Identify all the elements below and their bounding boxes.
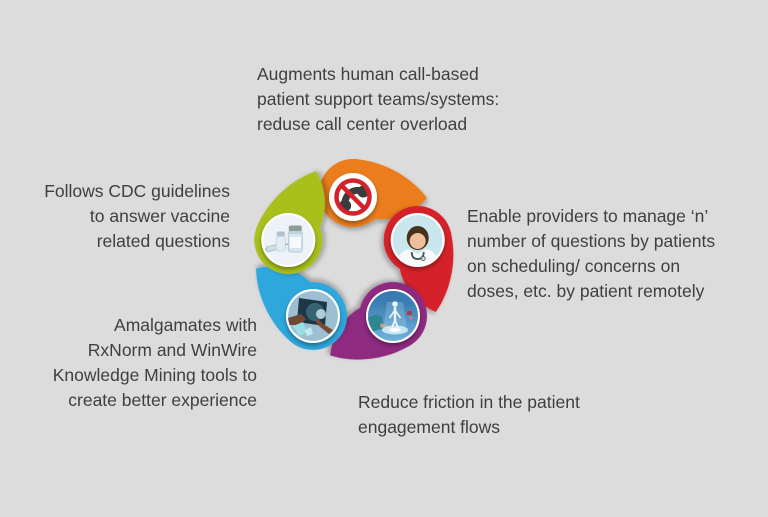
vial-label [289, 237, 301, 248]
petal-tail [255, 171, 325, 230]
crystal [293, 322, 307, 336]
hand-left [288, 314, 306, 325]
prohibition-ring [334, 178, 372, 216]
photo-detail [409, 316, 413, 320]
doctor-photo [390, 213, 445, 267]
petal-tail [353, 159, 427, 220]
vial-small [275, 235, 286, 252]
prohibition-slash [339, 183, 367, 211]
no-phone-icon [329, 173, 377, 221]
label-knowledge-mining: Amalgamates with RxNorm and WinWire Know… [52, 315, 257, 410]
globe-highlight [316, 309, 326, 319]
vaccine-photo [261, 213, 316, 267]
label-reduce-friction: Reduce friction in the patient engagemen… [358, 392, 580, 437]
stethoscope [410, 251, 425, 260]
digital-patient-photo [366, 289, 420, 343]
label-cdc-guidelines: Follows CDC guidelines to answer vaccine… [44, 181, 230, 251]
doctor-coat [395, 249, 440, 265]
figure-leg-left [390, 319, 396, 330]
vial-neck-band [288, 231, 303, 234]
hands-globe-photo [286, 289, 340, 343]
pinwheel-diagram [254, 159, 454, 360]
vial-small-cap [276, 231, 285, 237]
stethoscope-chestpiece [420, 256, 426, 261]
petal-tail [330, 307, 413, 360]
figure-leg-right [394, 319, 400, 330]
figure-arm-left [388, 309, 396, 319]
hand-right [315, 319, 333, 334]
hologram-figure [388, 301, 402, 330]
label-provider-management: Enable providers to manage ‘n’ number of… [467, 206, 716, 301]
doctor-face [409, 233, 426, 249]
vial-large-cap [288, 225, 302, 232]
figure-head [392, 301, 398, 307]
photo-detail [407, 311, 412, 315]
figure-arm-right [394, 309, 402, 319]
petal-tail [256, 266, 311, 344]
label-call-support: Augments human call-based patient suppor… [257, 64, 500, 134]
crystal-small [305, 327, 313, 336]
scrubs-person [368, 314, 384, 333]
